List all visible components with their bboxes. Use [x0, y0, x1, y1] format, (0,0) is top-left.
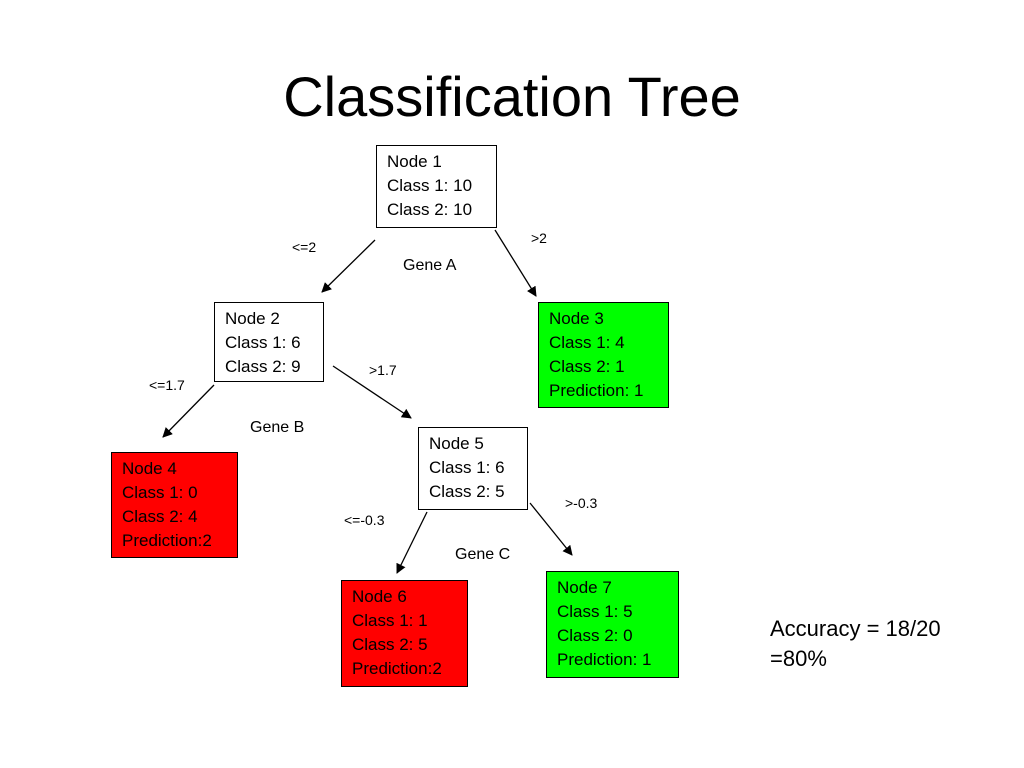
node-3-name: Node 3	[549, 309, 604, 328]
node-4-class2: Class 2: 4	[122, 507, 198, 526]
edge-node1-node3	[494, 229, 537, 297]
node-6: Node 6 Class 1: 1 Class 2: 5 Prediction:…	[341, 580, 468, 687]
node-6-class1: Class 1: 1	[352, 611, 428, 630]
node-7: Node 7 Class 1: 5 Class 2: 0 Prediction:…	[546, 571, 679, 678]
edge-label-node1-node3: >2	[531, 230, 547, 246]
node-1: Node 1 Class 1: 10 Class 2: 10	[376, 145, 497, 228]
edge-node5-node7	[529, 502, 573, 556]
edge-label-node2-node5: >1.7	[369, 362, 397, 378]
node-1-name: Node 1	[387, 152, 442, 171]
edge-label-node5-node6: <=-0.3	[344, 512, 385, 528]
node-3-prediction: Prediction: 1	[549, 381, 644, 400]
edge-label-node5-node7: >-0.3	[565, 495, 598, 511]
node-3: Node 3 Class 1: 4 Class 2: 1 Prediction:…	[538, 302, 669, 408]
node-7-name: Node 7	[557, 578, 612, 597]
node-5: Node 5 Class 1: 6 Class 2: 5	[418, 427, 528, 510]
node-6-prediction: Prediction:2	[352, 659, 442, 678]
node-5-name: Node 5	[429, 434, 484, 453]
node-7-class2: Class 2: 0	[557, 626, 633, 645]
node-2-class1: Class 1: 6	[225, 333, 301, 352]
accuracy-text: Accuracy = 18/20 =80%	[770, 614, 941, 674]
split-label-gene-a: Gene A	[403, 257, 457, 274]
edge-node5-node6	[396, 511, 428, 574]
node-1-class1: Class 1: 10	[387, 176, 473, 195]
node-6-name: Node 6	[352, 587, 407, 606]
node-3-class2: Class 2: 1	[549, 357, 625, 376]
node-3-class1: Class 1: 4	[549, 333, 625, 352]
node-2-class2: Class 2: 9	[225, 357, 301, 376]
split-label-gene-c: Gene C	[455, 546, 511, 563]
node-1-class2: Class 2: 10	[387, 200, 473, 219]
page-title: Classification Tree	[283, 65, 741, 128]
node-4: Node 4 Class 1: 0 Class 2: 4 Prediction:…	[111, 452, 238, 558]
node-2-name: Node 2	[225, 309, 280, 328]
edge-node2-node5	[332, 365, 412, 419]
accuracy-line-2: =80%	[770, 646, 827, 671]
node-5-class2: Class 2: 5	[429, 482, 505, 501]
node-7-class1: Class 1: 5	[557, 602, 633, 621]
accuracy-line-1: Accuracy = 18/20	[770, 616, 941, 641]
node-6-class2: Class 2: 5	[352, 635, 428, 654]
node-4-class1: Class 1: 0	[122, 483, 198, 502]
edge-node1-node2	[321, 239, 376, 293]
node-4-name: Node 4	[122, 459, 177, 478]
node-2: Node 2 Class 1: 6 Class 2: 9	[214, 302, 324, 382]
node-4-prediction: Prediction:2	[122, 531, 212, 550]
edge-label-node2-node4: <=1.7	[149, 377, 185, 393]
split-label-gene-b: Gene B	[250, 419, 305, 436]
edge-node2-node4	[162, 384, 215, 438]
edge-label-node1-node2: <=2	[292, 239, 317, 255]
node-7-prediction: Prediction: 1	[557, 650, 652, 669]
node-5-class1: Class 1: 6	[429, 458, 505, 477]
